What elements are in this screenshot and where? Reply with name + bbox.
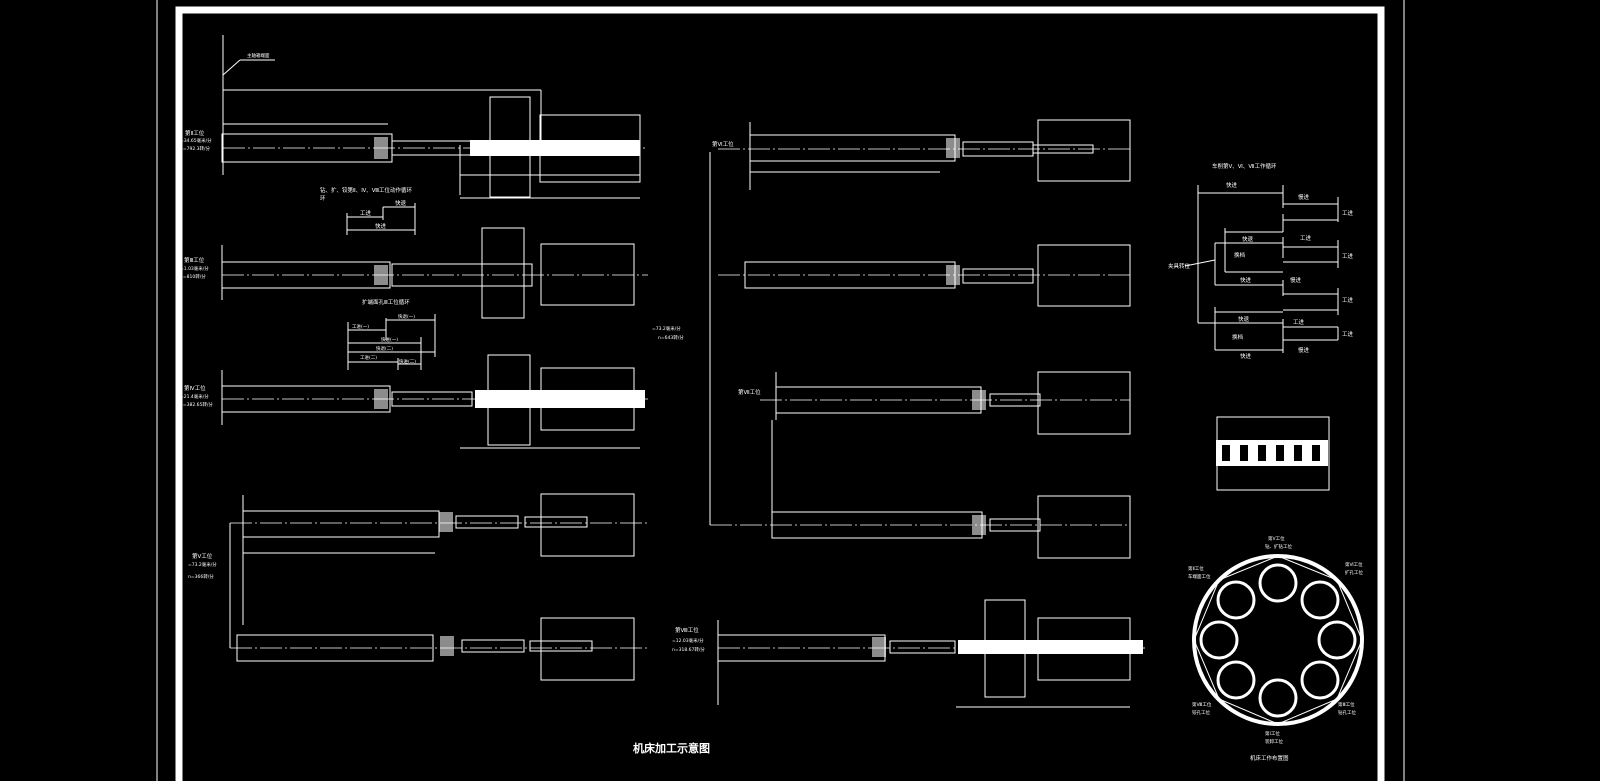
station-7-title: 第Ⅶ工位 xyxy=(738,388,761,396)
layout-label-bottom: 第Ⅰ工位 xyxy=(1265,730,1280,737)
cycle-note-1: 钻、扩、铰第Ⅱ、Ⅳ、Ⅷ工位动作循环 xyxy=(320,186,413,194)
station-6-group: 第Ⅵ工位 =73.2毫米/分 n=643转/分 xyxy=(652,119,1131,525)
station-8-title: 第Ⅷ工位 xyxy=(675,626,699,634)
station-4-group: 第Ⅳ工位 =21.4毫米/分 n=382.65转/分 xyxy=(180,354,648,449)
cycle2-fast2: 快进(一) xyxy=(381,336,398,343)
rc-fast-fwd-3: 快进 xyxy=(1240,352,1252,360)
station-2-group: 主轴箱端面 第Ⅱ工位 =34.65毫米/分 n=792.3转/分 xyxy=(180,35,645,199)
rc-work-2: 工进 xyxy=(1300,234,1312,242)
cycle2-work1: 工进(一) xyxy=(352,323,369,330)
rc-work-4: 工进 xyxy=(1342,296,1354,304)
layout-label-tl: 第Ⅱ工位 xyxy=(1188,565,1204,572)
rc-slow-fwd-1: 慢进 xyxy=(1298,193,1310,201)
rc-slow-fwd-3: 慢进 xyxy=(1298,346,1310,354)
drawing-title: 机床加工示意图 xyxy=(633,741,710,755)
shared-feed: =73.2毫米/分 xyxy=(652,325,681,332)
station-8-group: 第Ⅷ工位 =12.03毫米/分 n=318.67转/分 xyxy=(672,599,1145,708)
layout-label-br-op: 钻孔工位 xyxy=(1338,709,1356,716)
station-8-speed: n=318.67转/分 xyxy=(672,646,705,653)
rc-switch-2: 换档 xyxy=(1232,333,1244,341)
cycle1-work-feed: 工进 xyxy=(360,209,372,217)
station-2-title: 第Ⅱ工位 xyxy=(185,129,205,137)
spindle-face-note: 主轴箱端面 xyxy=(247,52,270,59)
cycle2-work2: 工进(二) xyxy=(360,354,377,361)
rc-fast-fwd-1: 快进 xyxy=(1226,181,1238,189)
rc-work-6: 工进 xyxy=(1342,330,1354,338)
station-2-speed: n=792.3转/分 xyxy=(180,145,211,152)
rc-switch-1: 换档 xyxy=(1234,251,1246,259)
rc-fast-back-2: 快退 xyxy=(1238,315,1250,323)
station-4-speed: n=382.65转/分 xyxy=(180,401,213,408)
layout-label-bl: 第Ⅷ工位 xyxy=(1192,701,1212,708)
station-4-title: 第Ⅳ工位 xyxy=(184,384,206,392)
cycle-diagram-2: 扩端面孔Ⅲ工位循环 工进(一) 快退(一) 快进(一) 快退(二) 工进(二) … xyxy=(347,298,436,370)
cycle2-fast4: 快进(二) xyxy=(399,358,416,365)
layout-label-bottom-op: 装卸工位 xyxy=(1265,738,1283,745)
layout-label-tr: 第Ⅵ工位 xyxy=(1345,561,1363,568)
station-8-feed: =12.03毫米/分 xyxy=(672,637,704,644)
rc-work-3: 工进 xyxy=(1342,252,1354,260)
cycle2-fast1: 快退(一) xyxy=(398,313,415,320)
station-3-speed: n=810转/分 xyxy=(180,273,206,280)
station-3-feed: =1.03毫米/分 xyxy=(180,265,209,272)
turning-cycle-diagram: 车削第Ⅴ、Ⅵ、Ⅶ工作循环 快进 慢进 工进 快退 工进 xyxy=(1168,162,1354,360)
station-5-speed: n=366转/分 xyxy=(188,573,214,580)
station-3-title: 第Ⅲ工位 xyxy=(184,256,205,264)
layout-label-tl-op: 车端面工位 xyxy=(1188,573,1211,580)
station-3-group: 第Ⅲ工位 =1.03毫米/分 n=810转/分 xyxy=(180,227,648,319)
layout-title: 机床工作布置图 xyxy=(1250,754,1289,762)
station-5-group: 第Ⅴ工位 =73.2毫米/分 n=366转/分 xyxy=(188,493,650,681)
rc-work-5: 工进 xyxy=(1293,318,1305,326)
cycle-note-2: 扩端面孔Ⅲ工位循环 xyxy=(362,298,410,306)
clamp-label: 夹具转位 xyxy=(1168,262,1191,270)
cycle-note-1b: 环 xyxy=(320,195,326,202)
rc-fast-back-1: 快退 xyxy=(1242,235,1254,243)
station-4-feed: =21.4毫米/分 xyxy=(180,393,209,400)
cycle1-fast-back: 快退 xyxy=(395,199,407,207)
station-5-title: 第Ⅴ工位 xyxy=(192,552,213,560)
station-6-title: 第Ⅵ工位 xyxy=(712,140,734,148)
layout-label-br: 第Ⅲ工位 xyxy=(1338,701,1355,708)
cycle-diagram-1: 钻、扩、铰第Ⅱ、Ⅳ、Ⅷ工位动作循环 环 快退 工进 快进 xyxy=(320,186,416,235)
layout-label-top: 第Ⅴ工位 xyxy=(1268,535,1285,542)
layout-label-top-op: 钻、扩钻工位 xyxy=(1265,543,1292,550)
rc-slow-fwd-2: 慢进 xyxy=(1290,276,1302,284)
rc-work-1: 工进 xyxy=(1342,209,1354,217)
drawing-frame xyxy=(175,6,1385,781)
machine-layout-diagram: 第Ⅴ工位 钻、扩钻工位 第Ⅵ工位 扩孔工位 第Ⅲ工位 钻孔工位 第Ⅰ工位 装卸工… xyxy=(1188,535,1364,762)
station-2-feed: =34.65毫米/分 xyxy=(180,137,212,144)
shared-speed: n=643转/分 xyxy=(658,334,684,341)
station-7-group: 第Ⅶ工位 xyxy=(710,371,1131,559)
layout-label-bl-op: 铰孔工位 xyxy=(1192,709,1210,716)
cycle-title: 车削第Ⅴ、Ⅵ、Ⅶ工作循环 xyxy=(1212,162,1277,170)
station-5-feed: =73.2毫米/分 xyxy=(188,561,217,568)
cycle2-fast3: 快退(二) xyxy=(376,345,393,352)
layout-label-tr-op: 扩孔工位 xyxy=(1345,569,1363,576)
rc-fast-fwd-2: 快进 xyxy=(1240,276,1252,284)
layout-station-top xyxy=(1258,563,1298,603)
cycle1-fast-fwd: 快进 xyxy=(375,222,387,230)
multi-spindle-detail xyxy=(1216,416,1330,491)
